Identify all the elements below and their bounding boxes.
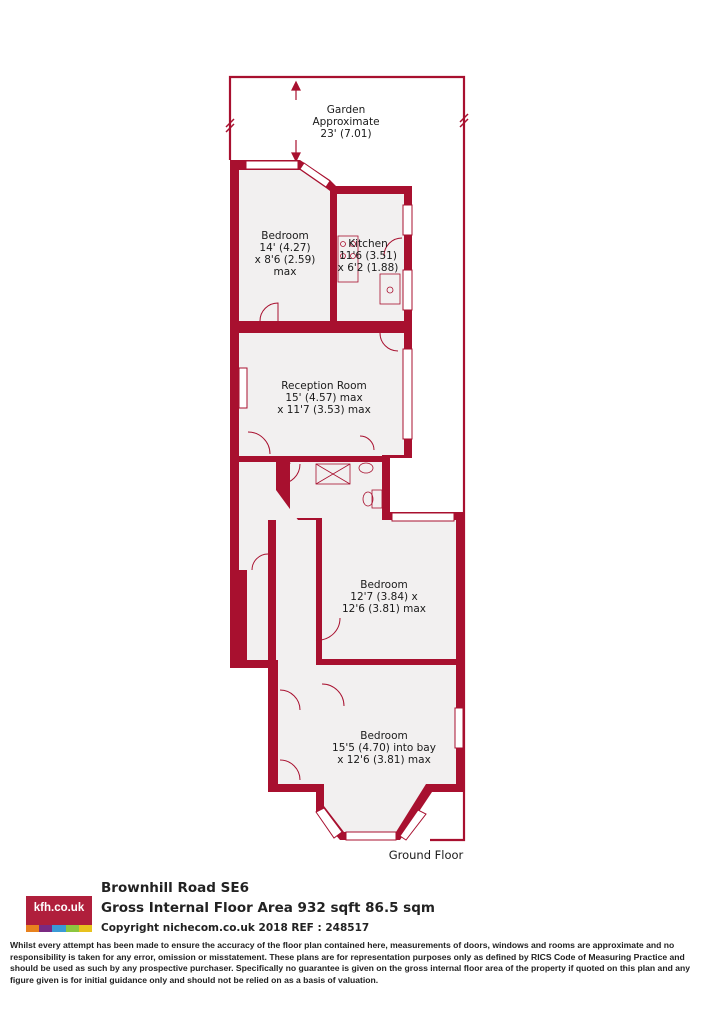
property-address: Brownhill Road SE6 — [101, 880, 249, 896]
svg-text:12'6 (3.81) max: 12'6 (3.81) max — [342, 603, 426, 615]
logo-strip-purple — [39, 925, 53, 932]
interior-floor-divisions — [246, 197, 454, 784]
logo-strip-green — [65, 925, 79, 932]
bedroom-top-label: Bedroom 14' (4.27) x 8'6 (2.59) max — [255, 230, 316, 278]
svg-text:x 12'6 (3.81) max: x 12'6 (3.81) max — [337, 754, 431, 766]
disclaimer-text: Whilst every attempt has been made to en… — [10, 940, 691, 985]
garden-dimension-arrow — [291, 80, 301, 163]
floor-label: Ground Floor — [389, 848, 464, 862]
logo-strip-blue — [52, 925, 66, 932]
internal-walls — [239, 190, 456, 792]
kfh-logo[interactable]: kfh.co.uk — [26, 896, 93, 932]
svg-text:x 6'2 (1.88): x 6'2 (1.88) — [338, 262, 399, 274]
logo-strip-orange — [26, 925, 40, 932]
bedroom-bottom-label: Bedroom 15'5 (4.70) into bay x 12'6 (3.8… — [332, 730, 436, 766]
kitchen-label: Kitchen 11'6 (3.51) x 6'2 (1.88) — [338, 238, 399, 274]
svg-text:x 8'6 (2.59): x 8'6 (2.59) — [255, 254, 316, 266]
garden-label: Garden Approximate 23' (7.01) — [312, 104, 379, 140]
reception-room-label: Reception Room 15' (4.57) max x 11'7 (3.… — [277, 380, 371, 416]
svg-text:Bedroom: Bedroom — [360, 730, 408, 742]
svg-text:Bedroom: Bedroom — [261, 230, 309, 242]
copyright-text: Copyright nichecom.co.uk 2018 REF : 2485… — [101, 922, 370, 934]
svg-text:14' (4.27): 14' (4.27) — [259, 242, 310, 254]
svg-text:x 11'7 (3.53) max: x 11'7 (3.53) max — [277, 404, 371, 416]
logo-text: kfh.co.uk — [33, 902, 85, 914]
logo-strip-yellow — [78, 925, 93, 932]
floor-area-text: Gross Internal Floor Area 932 sqft 86.5 … — [101, 900, 435, 916]
svg-text:Reception Room: Reception Room — [281, 380, 367, 392]
kitchen-fixtures — [337, 235, 401, 305]
floor-plan: Garden Approximate 23' (7.01) Bedroom 14… — [225, 75, 469, 862]
svg-text:15'5 (4.70) into bay: 15'5 (4.70) into bay — [332, 742, 436, 754]
svg-text:12'7 (3.84) x: 12'7 (3.84) x — [350, 591, 417, 603]
svg-text:Kitchen: Kitchen — [348, 238, 387, 250]
svg-text:Garden: Garden — [327, 104, 365, 116]
svg-text:Bedroom: Bedroom — [360, 579, 408, 591]
bedroom-middle-label: Bedroom 12'7 (3.84) x 12'6 (3.81) max — [342, 579, 426, 615]
windows — [238, 160, 464, 841]
boundary-break-marks — [225, 113, 469, 133]
bathroom-fixtures — [315, 462, 383, 509]
svg-text:15' (4.57) max: 15' (4.57) max — [285, 392, 362, 404]
door-swings — [247, 237, 403, 781]
svg-text:23' (7.01): 23' (7.01) — [320, 128, 371, 140]
logo-color-strip — [26, 925, 93, 932]
svg-text:Approximate: Approximate — [312, 116, 379, 128]
svg-text:11'6 (3.51): 11'6 (3.51) — [339, 250, 397, 262]
svg-text:max: max — [274, 266, 297, 278]
